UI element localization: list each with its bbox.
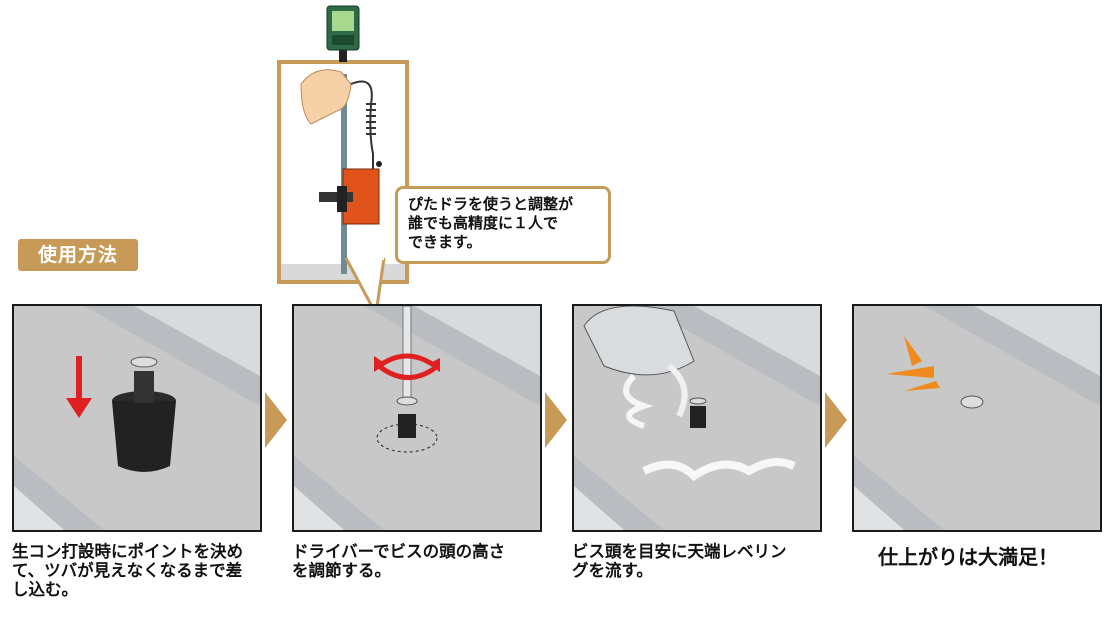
callout-bubble: ぴたドラを使うと調整が 誰でも高精度に１人で できます。 (395, 186, 611, 264)
step-2-caption: ドライバーでビスの頭の高さ を調節する。 (292, 542, 506, 580)
sparkle-icon (886, 336, 940, 391)
callout-line-2: 誰でも高精度に１人で (408, 214, 559, 232)
arrow-down-icon (66, 356, 92, 418)
callout-line-3: できます。 (408, 233, 482, 251)
step-4-caption: 仕上がりは大満足！ (878, 545, 1058, 569)
usage-label: 使用方法 (18, 239, 138, 271)
callout-line-1: ぴたドラを使うと調整が (408, 195, 574, 213)
step-arrow-3 (825, 392, 847, 448)
rotate-icon (374, 353, 440, 380)
step-2-illustration (292, 304, 542, 532)
step-1-illustration (12, 304, 262, 532)
step-arrow-1 (265, 392, 287, 448)
step-1-caption: 生コン打設時にポイントを決め て、ツバが見えなくなるまで差 し込む。 (12, 542, 243, 599)
tool-inset-illustration (277, 60, 409, 284)
device-head-icon (326, 5, 360, 67)
step-3-caption: ビス頭を目安に天端レベリン グを流す。 (572, 542, 787, 580)
step-4-illustration (852, 304, 1102, 532)
step-arrow-2 (545, 392, 567, 448)
step-3-illustration (572, 304, 822, 532)
